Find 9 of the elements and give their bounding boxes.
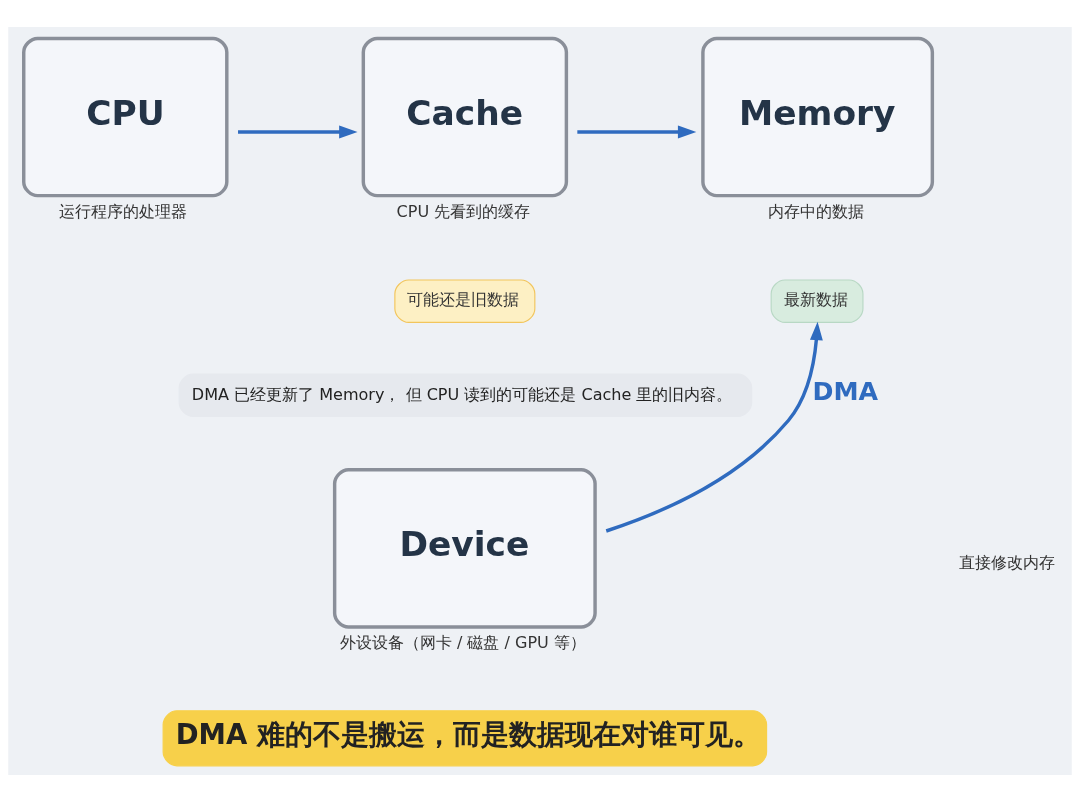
arrow bbox=[238, 125, 358, 138]
arrow bbox=[605, 321, 823, 533]
node-label: 运行程序的处理器 bbox=[59, 201, 188, 221]
edge-label: DMA bbox=[812, 376, 879, 406]
arrow bbox=[577, 125, 697, 138]
node-label: 外设设备（网卡 / 磁盘 / GPU 等） bbox=[339, 632, 586, 652]
node-label: 内存中的数据 bbox=[768, 201, 865, 221]
node-label: CPU 先看到的缓存 bbox=[396, 201, 531, 221]
label: 直接修改内存 bbox=[959, 552, 1056, 572]
